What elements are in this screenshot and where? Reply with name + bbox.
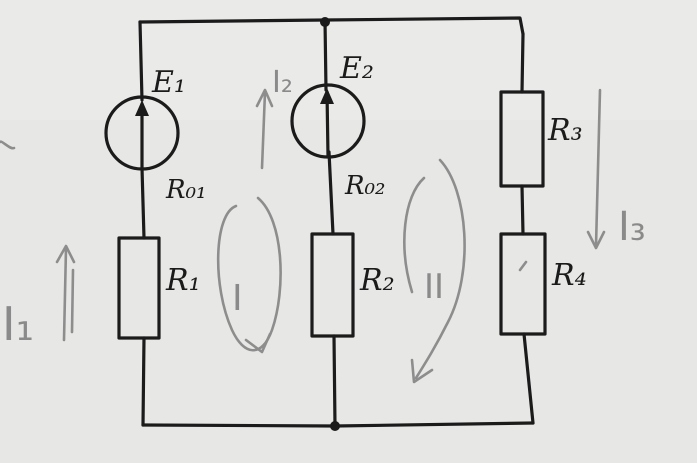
label-r02: R₀₂ — [344, 171, 385, 201]
resistor-r3 — [499, 90, 545, 188]
current-i3-label: I₃ — [618, 204, 646, 250]
resistor-r2 — [310, 232, 355, 338]
source-e1-symbol — [104, 95, 180, 171]
current-i1-arrow — [55, 244, 76, 342]
label-r2: R₂ — [359, 263, 395, 298]
loop-ii-label: II — [424, 267, 444, 307]
current-i3-arrow — [586, 88, 606, 250]
r4-pencil-mark — [518, 260, 528, 272]
loop-i-arrow — [216, 196, 282, 354]
loop-ii-arrow — [403, 158, 466, 384]
top-node — [320, 17, 330, 27]
label-r3: R₃ — [547, 113, 583, 148]
label-r01: R₀₁ — [165, 175, 206, 205]
label-r1: R₁ — [165, 263, 201, 298]
bottom-node — [330, 421, 340, 431]
label-r4: R₄ — [551, 258, 587, 293]
resistor-r4 — [499, 232, 547, 336]
label-e2: E₂ — [339, 51, 374, 86]
top-wire — [138, 16, 525, 36]
current-i1-label: I₁ — [2, 297, 34, 351]
branch-1-wire — [138, 20, 146, 427]
source-e2-symbol — [290, 83, 366, 159]
label-e1: E₁ — [151, 65, 186, 100]
branch-2-wire — [323, 18, 337, 428]
margin-mark — [0, 140, 16, 150]
current-i2-arrow — [255, 88, 274, 170]
loop-i-label: I — [232, 278, 243, 319]
resistor-r1 — [117, 236, 161, 340]
branch-3-wire — [520, 32, 535, 425]
current-i2-label: I₂ — [272, 65, 293, 100]
